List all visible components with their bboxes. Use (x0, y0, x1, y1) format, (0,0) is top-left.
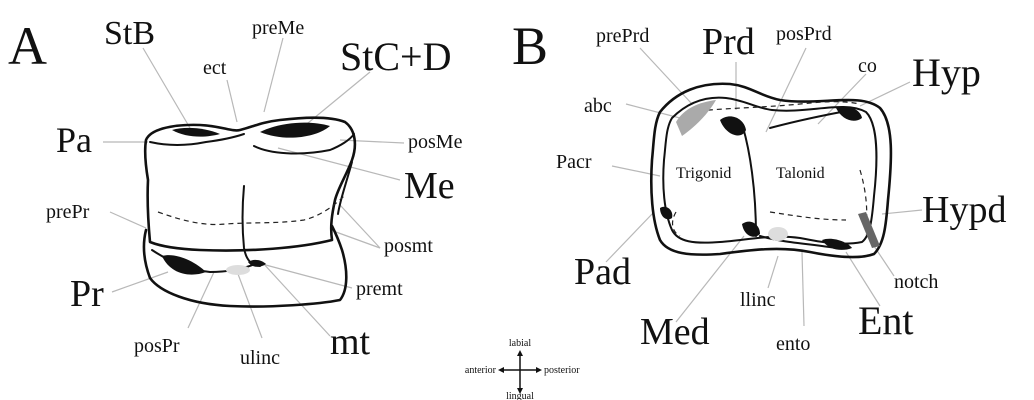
label-prePr: prePr (46, 201, 90, 223)
cusp-Med (742, 222, 760, 237)
cusp-Pr (162, 255, 206, 275)
label-Pa: Pa (56, 120, 92, 160)
lower-molar-dashed-mid (770, 212, 846, 220)
leader-posMe (340, 140, 404, 143)
leader-posmt-1 (340, 205, 380, 248)
panel-b-letter: B (512, 16, 548, 76)
upper-molar-ridge-2 (254, 134, 354, 153)
leader-posPrd (766, 48, 806, 132)
label-co: co (858, 55, 877, 77)
cusp-Pad (660, 207, 672, 220)
label-posmt: posmt (384, 235, 433, 257)
panel-b: B (512, 16, 1006, 355)
label-posMe: posMe (408, 131, 463, 153)
orientation-compass: labial anterior posterior lingual (465, 338, 580, 400)
label-abc: abc (584, 95, 612, 117)
panel-a-letter: A (8, 16, 47, 76)
label-Hyp: Hyp (912, 50, 981, 95)
compass-lingual: lingual (506, 391, 534, 400)
leader-ento (802, 252, 804, 326)
panel-b-labels: prePrd Prd posPrd co Hyp abc Pacr Hypd P… (556, 21, 1006, 355)
compass-posterior: posterior (544, 365, 580, 376)
label-Hypd: Hypd (922, 189, 1006, 231)
leader-llinc (768, 256, 778, 288)
label-Pacr: Pacr (556, 151, 592, 173)
cusp-Ent (822, 239, 852, 250)
label-preMe: preMe (252, 17, 304, 39)
cusp-Prd (720, 116, 746, 135)
label-Med: Med (640, 311, 710, 353)
upper-molar-occlusal-outline (145, 118, 355, 251)
lower-molar-drawing: Trigonid Talonid (651, 84, 891, 257)
leader-prePrd (640, 48, 692, 104)
label-Pr: Pr (70, 273, 104, 315)
label-StCD: StC+D (340, 34, 451, 79)
llinc-wear-facet (768, 227, 788, 241)
leader-ect (227, 80, 237, 122)
label-prePrd: prePrd (596, 25, 649, 47)
compass-labial: labial (509, 338, 531, 349)
leader-Med (676, 236, 744, 322)
label-llinc: llinc (740, 289, 776, 311)
label-ulinc: ulinc (240, 347, 280, 369)
label-Ent: Ent (858, 298, 914, 343)
cusp-StCD (260, 123, 330, 138)
label-premt: premt (356, 278, 403, 300)
abc-gray-region (676, 100, 716, 136)
label-Me: Me (404, 165, 455, 207)
upper-molar-dashed-line (158, 196, 344, 225)
label-notch: notch (894, 271, 938, 293)
cusp-StB (172, 128, 220, 137)
upper-molar-ridge-mt (243, 186, 261, 266)
label-mt: mt (330, 321, 371, 363)
label-ento: ento (776, 333, 810, 355)
upper-molar-drawing (144, 118, 355, 307)
label-posPrd: posPrd (776, 23, 832, 45)
lower-molar-posPrd-ridge (742, 124, 756, 236)
label-Prd: Prd (702, 21, 755, 63)
leader-prePr (110, 212, 146, 228)
leader-posmt-2 (336, 232, 380, 248)
label-Pad: Pad (574, 251, 631, 293)
panel-a: A (8, 15, 463, 369)
leader-StB (143, 48, 190, 128)
label-ect: ect (203, 57, 227, 79)
compass-anterior: anterior (465, 365, 497, 376)
label-Trigonid: Trigonid (676, 165, 731, 182)
label-StB: StB (104, 15, 155, 52)
ulinc-wear-facet (226, 265, 250, 275)
leader-abc (626, 104, 680, 118)
label-Talonid: Talonid (776, 165, 825, 182)
leader-Pr (112, 272, 168, 292)
leader-preMe (264, 38, 283, 112)
label-posPr: posPr (134, 335, 180, 357)
